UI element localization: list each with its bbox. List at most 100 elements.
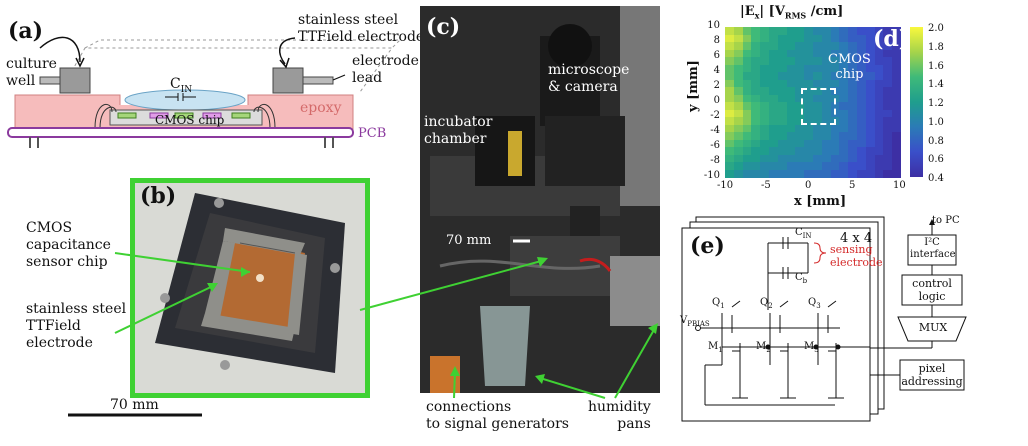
heatmap-cell — [874, 94, 884, 103]
heatmap-cell — [760, 49, 770, 58]
heatmap-cell — [795, 132, 805, 140]
heatmap-cell — [813, 102, 823, 110]
heatmap-cell — [751, 57, 761, 65]
heatmap-cell — [848, 94, 858, 103]
heatmap-cell — [795, 49, 805, 58]
heatmap-cell — [795, 79, 805, 88]
heatmap-cell — [725, 132, 735, 140]
heatmap-cell — [804, 27, 814, 35]
heatmap-cell — [813, 34, 823, 43]
heatmap-cell — [848, 49, 858, 58]
heatmap-cell — [777, 154, 788, 163]
heatmap-cell — [857, 109, 867, 118]
heatmap-cell — [821, 94, 832, 103]
heatmap-cell — [892, 79, 902, 88]
panel-c-letter: (c) — [426, 14, 461, 40]
panel-a-drawing — [7, 36, 402, 148]
heatmap-cell — [892, 117, 902, 125]
heatmap-cell — [742, 147, 752, 155]
heatmap-cell — [769, 79, 779, 88]
heatmap-grid — [725, 27, 902, 178]
heatmap-cell — [725, 169, 735, 178]
ttfield-label: stainless steel TTField electrode — [26, 301, 127, 351]
m2-label: M2 — [756, 341, 771, 354]
heatmap-cell — [742, 72, 752, 80]
heatmap-cell — [865, 109, 876, 118]
heatmap-cell — [786, 117, 796, 125]
panel-a-letter: (a) — [8, 18, 44, 44]
heatmap-cell — [821, 109, 832, 118]
q1-label: Q1 — [712, 297, 725, 310]
heatmap-cell — [874, 109, 884, 118]
heatmap-cell — [733, 79, 744, 88]
culture-well-outline-lower — [59, 47, 393, 93]
heatmap-cell — [733, 117, 744, 125]
heatmap-cell — [742, 57, 752, 65]
panel-c-photo — [420, 6, 660, 393]
heatmap-cell — [865, 154, 876, 163]
heatmap-cell — [848, 34, 858, 43]
heatmap-cell — [830, 27, 840, 35]
heatmap-cell — [813, 154, 823, 163]
heatmap-cell — [848, 42, 858, 50]
heatmap-cell — [892, 34, 902, 43]
heatmap-cell — [777, 124, 788, 133]
heatmap-cell — [821, 139, 832, 148]
heatmap-cell — [804, 64, 814, 73]
heatmap-cell — [821, 169, 832, 178]
heatmap-cell — [839, 94, 849, 103]
heatmap-cell — [769, 87, 779, 95]
culture-well-outline — [84, 39, 402, 49]
heatmap-cell — [760, 102, 770, 110]
heatmap-cell — [760, 64, 770, 73]
heatmap-cell — [804, 169, 814, 178]
heatmap-cell — [821, 154, 832, 163]
heatmap-cell — [769, 94, 779, 103]
heatmap-cell — [751, 79, 761, 88]
heatmap-cell — [725, 147, 735, 155]
heatmap-cell — [883, 94, 893, 103]
heatmap-cell — [725, 162, 735, 170]
heatmap-cell — [848, 132, 858, 140]
heatmap-cell — [769, 162, 779, 170]
heatmap-cell — [883, 102, 893, 110]
heatmap-cell — [777, 147, 788, 155]
heatmap-cell — [725, 117, 735, 125]
heatmap-cell — [821, 34, 832, 43]
heatmap-cell — [813, 139, 823, 148]
heatmap-cell — [813, 42, 823, 50]
heatmap-cell — [760, 109, 770, 118]
heatmap-cell — [883, 27, 893, 35]
heatmap-cell — [874, 34, 884, 43]
y-tick-label: -6 — [710, 140, 720, 151]
heatmap-cell — [786, 147, 796, 155]
heatmap-cell — [865, 124, 876, 133]
y-tick-label: -10 — [703, 170, 720, 181]
heatmap-cell — [786, 154, 796, 163]
heatmap-cell — [751, 42, 761, 50]
culture-well-label: culture well — [6, 56, 57, 89]
heatmap-cell — [742, 102, 752, 110]
heatmap-cell — [760, 72, 770, 80]
heatmap-cell — [786, 139, 796, 148]
m3-label: M3 — [804, 341, 819, 354]
heatmap-cell — [760, 139, 770, 148]
heatmap-cell — [839, 124, 849, 133]
heatmap-cell — [813, 132, 823, 140]
heatmap-cell — [857, 132, 867, 140]
heatmap-cell — [725, 72, 735, 80]
heatmap-cell — [830, 49, 840, 58]
heatmap-cell — [821, 42, 832, 50]
heatmap-cell — [795, 109, 805, 118]
heatmap-cell — [777, 72, 788, 80]
panel-e-letter: (e) — [690, 233, 725, 259]
heatmap-cell — [786, 27, 796, 35]
heatmap-cell — [769, 64, 779, 73]
heatmap-cell — [795, 169, 805, 178]
heatmap-cell — [892, 102, 902, 110]
heatmap-cell — [795, 94, 805, 103]
control-logic-label: control logic — [912, 277, 952, 303]
heatmap-cell — [874, 72, 884, 80]
heatmap-cell — [760, 117, 770, 125]
